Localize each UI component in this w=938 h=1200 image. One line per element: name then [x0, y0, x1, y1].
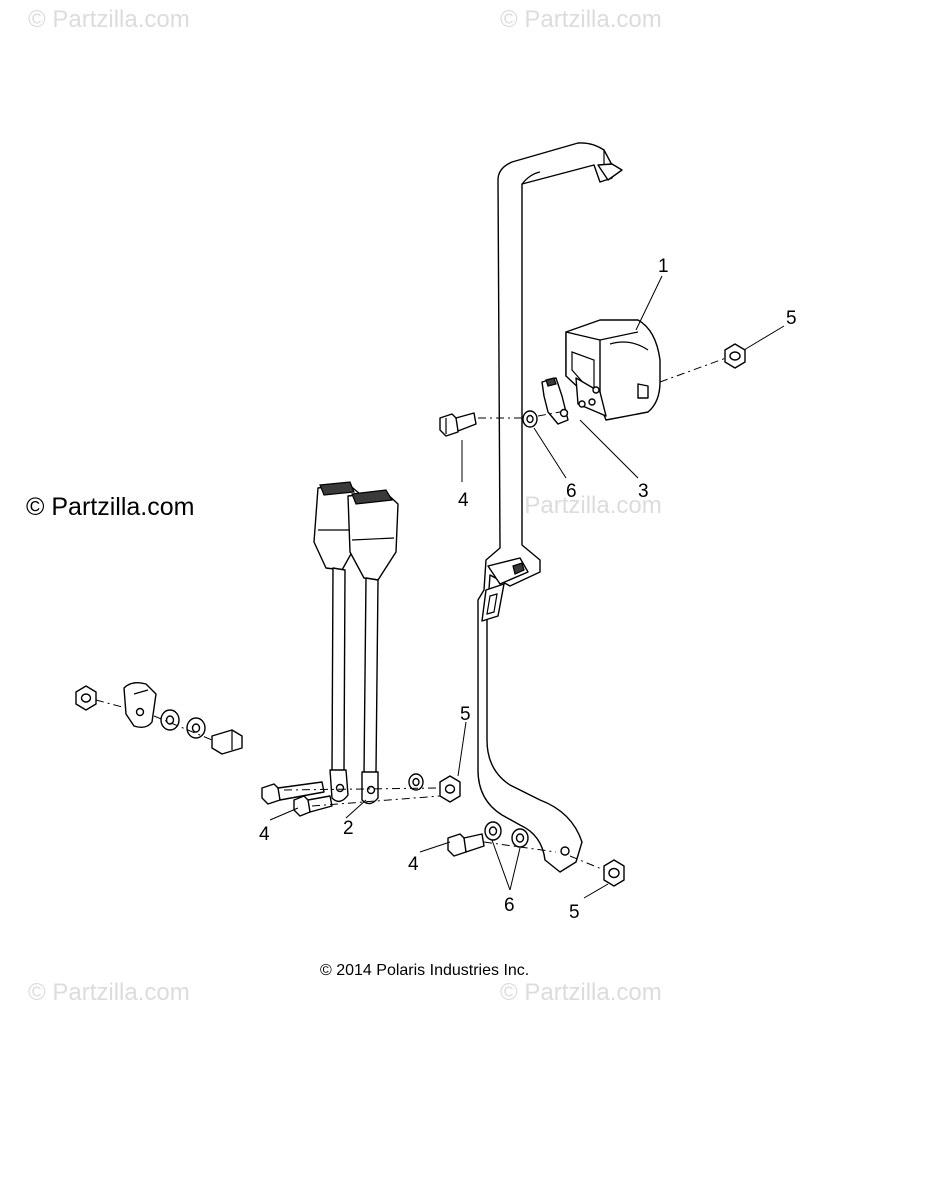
callout-5-lower: 5: [569, 902, 580, 923]
dual-buckle-assembly: [313, 481, 399, 805]
nut-upper: [724, 343, 746, 369]
watermark-bottom-right: © Partzilla.com: [500, 979, 662, 1006]
callout-4-lower: 4: [408, 854, 419, 875]
retractor-bracket-plate: [541, 377, 600, 425]
lower-anchor-group: [447, 821, 625, 887]
callout-3: 3: [638, 481, 649, 502]
left-anchor-group: [75, 681, 243, 755]
watermark-bottom-left: © Partzilla.com: [28, 979, 190, 1006]
callout-4-upper: 4: [458, 490, 469, 511]
callout-6-upper: 6: [566, 481, 577, 502]
callout-5-middle: 5: [460, 704, 471, 725]
bolt-upper: [439, 412, 477, 437]
brand-label: © Partzilla.com: [26, 493, 194, 521]
callout-6-lower: 6: [504, 895, 515, 916]
copyright-notice: © 2014 Polaris Industries Inc.: [320, 962, 529, 979]
callout-4-middle: 4: [259, 824, 270, 845]
callout-5-upper: 5: [786, 308, 797, 329]
watermark-top-right: © Partzilla.com: [500, 6, 662, 33]
watermark-middle: © Partzilla.com: [500, 492, 662, 519]
bolt-middle: [261, 781, 333, 817]
shoulder-belt-strap: [477, 142, 623, 873]
watermark-top-left: © Partzilla.com: [28, 6, 190, 33]
callout-2: 2: [343, 818, 354, 839]
washer-upper: [522, 410, 538, 428]
callout-1: 1: [658, 256, 669, 277]
retractor-assembly: [565, 319, 661, 421]
